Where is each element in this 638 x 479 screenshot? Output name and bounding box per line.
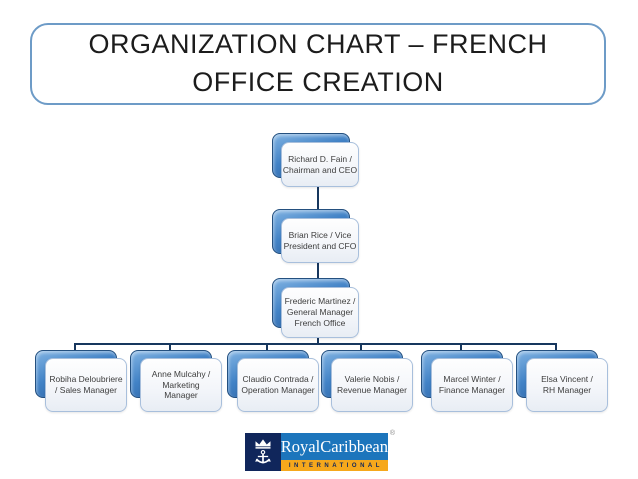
org-node-finance: Marcel Winter / Finance Manager [421,350,513,412]
registered-trademark-icon: ® [389,430,395,437]
logo-subtitle-text: INTERNATIONAL [280,460,388,471]
logo-brand-text: RoyalCaribbean [280,433,388,460]
org-node-finance-label: Marcel Winter / Finance Manager [438,374,506,395]
crown-anchor-icon [245,433,281,471]
org-node-cfo-label: Brian Rice / Vice President and CFO [283,229,357,251]
org-node-finance-card: Marcel Winter / Finance Manager [431,358,513,412]
org-node-ceo: Richard D. Fain / Chairman and CEO [272,133,359,187]
org-node-operation-card: Claudio Contrada / Operation Manager [237,358,319,412]
org-node-operation-label: Claudio Contrada / Operation Manager [241,374,315,395]
org-node-rh-card: Elsa Vincent / RH Manager [526,358,608,412]
org-node-ceo-label: Richard D. Fain / Chairman and CEO [282,153,358,175]
page-title: ORGANIZATION CHART – FRENCH OFFICE CREAT… [88,29,548,97]
org-node-revenue-label: Valerie Nobis / Revenue Manager [337,374,407,395]
royal-caribbean-logo: RoyalCaribbean INTERNATIONAL ® [245,430,395,471]
connector-cfo-gm [317,261,319,280]
org-node-sales-card: Robiha Deloubriere / Sales Manager [45,358,127,412]
org-node-general-manager-label: Frederic Martinez / General Manager Fren… [284,296,356,328]
org-node-marketing: Anne Mulcahy / Marketing Manager [130,350,222,412]
org-node-general-manager: Frederic Martinez / General Manager Fren… [272,278,359,338]
connector-ceo-cfo [317,185,319,211]
title-box: ORGANIZATION CHART – FRENCH OFFICE CREAT… [30,23,606,105]
connector-gm-rail [317,336,319,345]
org-node-rh: Elsa Vincent / RH Manager [516,350,608,412]
org-node-ceo-card: Richard D. Fain / Chairman and CEO [281,142,359,187]
logo-wordmark-area: RoyalCaribbean INTERNATIONAL ® [280,430,395,471]
org-node-marketing-label: Anne Mulcahy / Marketing Manager [151,368,211,401]
org-node-cfo: Brian Rice / Vice President and CFO [272,209,359,263]
org-node-marketing-card: Anne Mulcahy / Marketing Manager [140,358,222,412]
connector-rail [74,343,557,345]
org-node-rh-label: Elsa Vincent / RH Manager [541,374,593,395]
org-node-operation: Claudio Contrada / Operation Manager [227,350,319,412]
org-node-general-manager-card: Frederic Martinez / General Manager Fren… [281,287,359,338]
org-node-revenue-card: Valerie Nobis / Revenue Manager [331,358,413,412]
org-node-sales-label: Robiha Deloubriere / Sales Manager [49,374,123,395]
org-node-cfo-card: Brian Rice / Vice President and CFO [281,218,359,263]
org-node-revenue: Valerie Nobis / Revenue Manager [321,350,413,412]
org-node-sales: Robiha Deloubriere / Sales Manager [35,350,127,412]
